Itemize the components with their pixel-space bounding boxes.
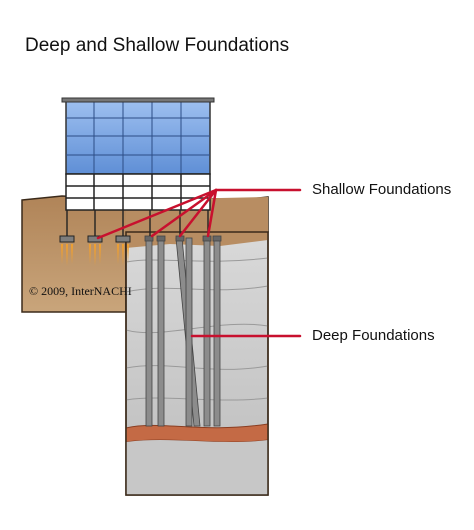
diagram-title: Deep and Shallow Foundations — [25, 35, 290, 56]
deep-piles — [144, 235, 222, 427]
shallow-leader-2 — [150, 188, 218, 238]
building — [61, 97, 215, 211]
shallow-leader-4 — [206, 188, 218, 238]
shallow-leader-1 — [96, 188, 218, 240]
shallow-leader-3 — [178, 188, 218, 238]
shallow-footings — [59, 235, 131, 266]
leader-lines — [96, 188, 302, 338]
deep-foundations-label: Deep Foundations — [312, 327, 435, 344]
copyright-notice: © 2009, InterNACHI — [29, 284, 132, 298]
bedrock-layer — [126, 440, 268, 495]
shallow-foundations-label: Shallow Foundations — [312, 181, 452, 198]
